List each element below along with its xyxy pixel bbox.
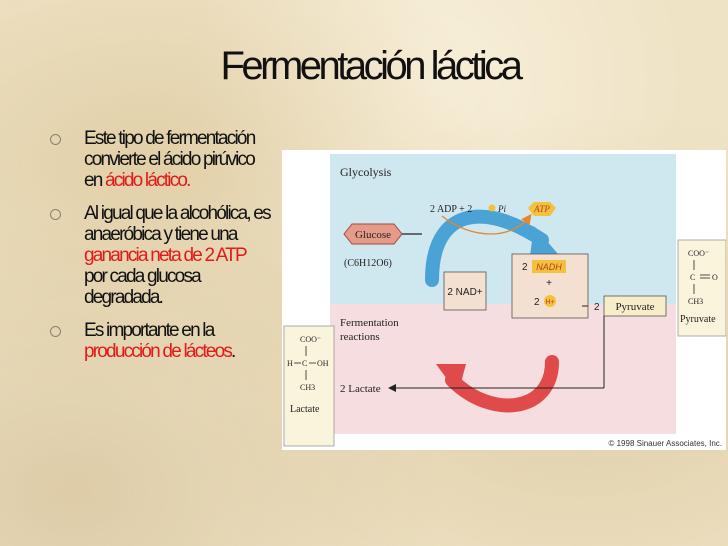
pyruvate-o: O [712, 273, 718, 282]
pyruvate-ch3: CH3 [688, 297, 703, 306]
adp-label: 2 ADP + 2 [430, 204, 472, 215]
fermentation-label-1: Fermentation [340, 317, 399, 329]
lactate-oh: OH [317, 359, 329, 368]
bullet-circle-icon [50, 134, 61, 145]
nad-plus-label: 2 NAD+ [447, 287, 482, 298]
nadh-badge [532, 260, 566, 273]
slide-title: Fermentación láctica [220, 44, 523, 88]
lactate-h: H [287, 359, 293, 368]
bullet-highlight: ganancia neta de 2 ATP [84, 245, 247, 266]
nad-box [443, 271, 487, 311]
bullet-circle-icon [50, 326, 61, 337]
pyruvate-structure [677, 239, 726, 337]
nadh-coef: 2 [522, 262, 528, 273]
bullet-text-end: . [231, 341, 237, 362]
lactate-structure [283, 325, 335, 447]
pyruvate-coef: 2 [594, 302, 600, 313]
lactate-c: C [302, 359, 307, 368]
atp-formation-arrow [441, 213, 532, 235]
bullet-text-end: . [186, 170, 192, 191]
h-coef: 2 [534, 297, 540, 308]
red-arrowhead-icon [436, 364, 466, 394]
bullet-highlight: ácido láctico [105, 170, 188, 191]
phosphate-dot-icon [488, 204, 496, 212]
pyruvate-coo: COO⁻ [688, 249, 709, 258]
glucose-formula: (C6H12O6) [344, 258, 392, 269]
bullet-item: Al igual que la alcohólica, es anaeróbic… [48, 203, 272, 308]
bullet-highlight: producción de lácteos [84, 341, 233, 362]
copyright: © 1998 Sinauer Associates, Inc. [608, 439, 722, 448]
pyruvate-label: Pyruvate [615, 301, 654, 313]
pyruvate-c: C [690, 273, 695, 282]
lactate-ch3: CH3 [300, 383, 315, 392]
bullet-item: Es importante en la producción de lácteo… [48, 320, 270, 362]
bullet-text: Al igual que la alcohólica, es anaeróbic… [84, 203, 272, 245]
fermentation-panel [330, 304, 676, 434]
glucose-label: Glucose [355, 229, 391, 241]
h-plus-label: H+ [545, 299, 554, 306]
red-cycle-arrow [445, 355, 559, 413]
fermentation-diagram: Glycolysis Fermentation reactions Glucos… [282, 150, 726, 450]
blue-arrowhead-icon [530, 226, 558, 256]
plus-sign: + [546, 278, 552, 289]
blue-cycle-arrow [425, 209, 549, 287]
bullet-circle-icon [50, 209, 61, 220]
bullet-list: Este tipo de fermentación convierte el á… [48, 128, 272, 374]
pyruvate-box [603, 295, 667, 317]
pyruvate-structure-name: Pyruvate [680, 314, 716, 325]
nadh-label: NADH [536, 262, 562, 272]
lactate-label: 2 Lactate [340, 383, 381, 395]
bullet-text: Es importante en la [84, 320, 215, 341]
fermentation-label-2: reactions [340, 331, 380, 343]
bullet-text-end: por cada glucosa degradada. [84, 266, 202, 308]
bullet-text: Este tipo de fermentación convierte el á… [84, 128, 256, 191]
lactate-structure-name: Lactate [290, 404, 320, 415]
bullet-item: Este tipo de fermentación convierte el á… [48, 128, 270, 191]
proton-icon [544, 295, 556, 307]
diagram-svg: Glycolysis Fermentation reactions Glucos… [283, 154, 726, 448]
atp-star-icon [528, 202, 556, 216]
pi-label: Pi [497, 204, 506, 214]
lactate-coo: COO⁻ [300, 335, 321, 344]
glycolysis-label: Glycolysis [340, 165, 392, 179]
atp-label: ATP [533, 204, 550, 214]
